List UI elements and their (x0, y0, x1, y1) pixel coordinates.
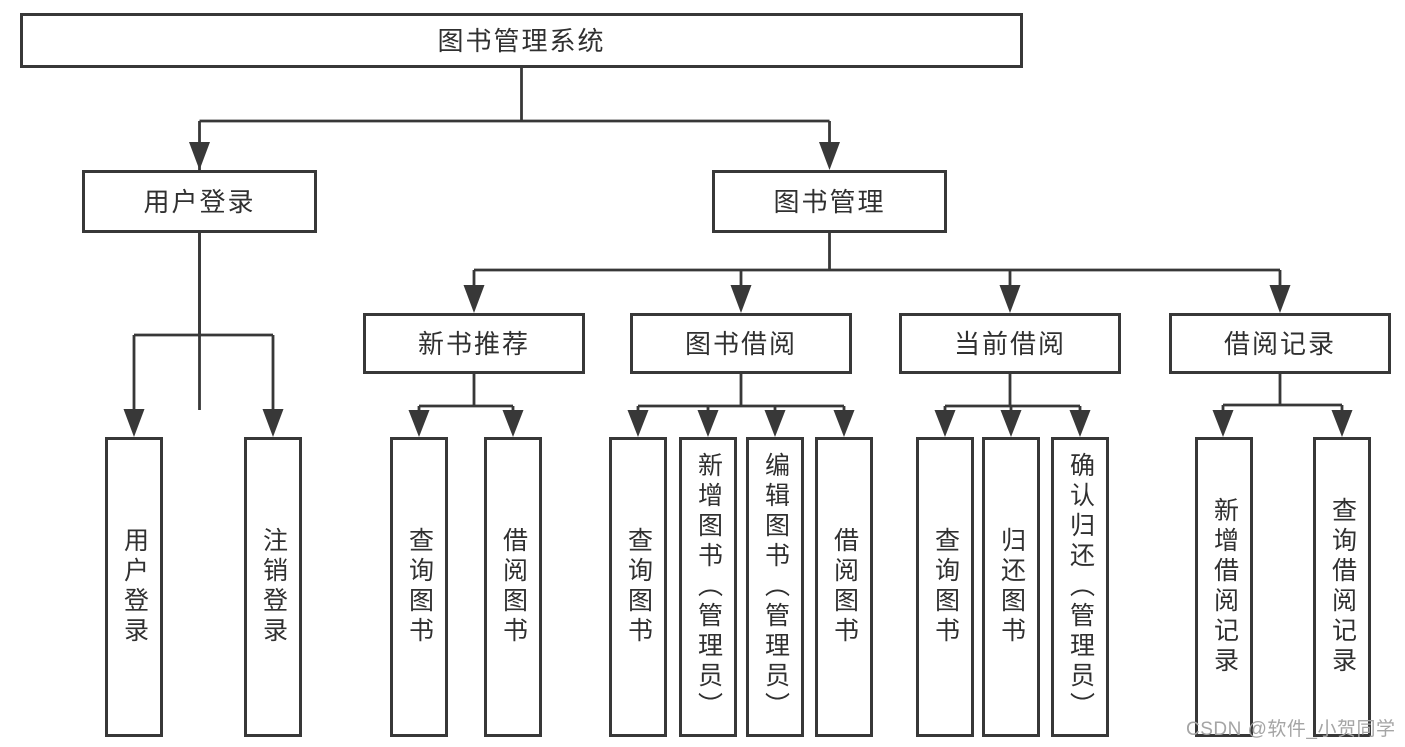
leaf-add-book-admin: 新增图书（管理员） (679, 437, 737, 737)
node-current-borrowing: 当前借阅 (899, 313, 1121, 374)
leaf-label: 用户登录 (120, 527, 149, 647)
leaf-borrow-books: 借阅图书 (815, 437, 873, 737)
leaf-user-login: 用户登录 (105, 437, 163, 737)
node-new-book-recommend: 新书推荐 (363, 313, 585, 374)
node-label: 图书管理系统 (437, 25, 606, 56)
leaf-label: 确认归还（管理员） (1066, 452, 1095, 722)
node-user-login-branch: 用户登录 (82, 170, 317, 233)
leaf-return-book: 归还图书 (982, 437, 1040, 737)
leaf-query-books-recommend: 查询图书 (390, 437, 448, 737)
node-label: 用户登录 (143, 186, 256, 217)
leaf-add-borrow-record: 新增借阅记录 (1195, 437, 1253, 737)
leaf-label: 查询图书 (931, 527, 960, 647)
leaf-label: 新增借阅记录 (1210, 497, 1239, 677)
node-label: 当前借阅 (953, 328, 1066, 359)
leaf-label: 新增图书（管理员） (694, 452, 723, 722)
leaf-confirm-return-admin: 确认归还（管理员） (1051, 437, 1109, 737)
node-borrow-records: 借阅记录 (1169, 313, 1391, 374)
node-root-library-system: 图书管理系统 (20, 13, 1023, 68)
tree-edges (132, 68, 1344, 412)
node-label: 借阅记录 (1223, 328, 1336, 359)
leaf-label: 注销登录 (259, 527, 288, 647)
csdn-watermark: CSDN @软件_小贺同学 (1186, 719, 1396, 740)
leaf-query-books-current: 查询图书 (916, 437, 974, 737)
node-label: 图书借阅 (684, 328, 797, 359)
leaf-label: 查询借阅记录 (1328, 497, 1357, 677)
arrowheads (123, 142, 1353, 437)
node-book-management: 图书管理 (712, 170, 947, 233)
leaf-label: 查询图书 (405, 527, 434, 647)
leaf-borrow-books-recommend: 借阅图书 (484, 437, 542, 737)
leaf-label: 编辑图书（管理员） (761, 452, 790, 722)
leaf-query-borrow-record: 查询借阅记录 (1313, 437, 1371, 737)
leaf-label: 借阅图书 (499, 527, 528, 647)
leaf-logout: 注销登录 (244, 437, 302, 737)
leaf-edit-book-admin: 编辑图书（管理员） (746, 437, 804, 737)
node-label: 图书管理 (773, 186, 886, 217)
leaf-label: 查询图书 (624, 527, 653, 647)
leaf-label: 借阅图书 (830, 527, 859, 647)
node-label: 新书推荐 (417, 328, 530, 359)
leaf-query-books-borrowing: 查询图书 (609, 437, 667, 737)
node-book-borrowing: 图书借阅 (630, 313, 852, 374)
leaf-label: 归还图书 (997, 527, 1026, 647)
